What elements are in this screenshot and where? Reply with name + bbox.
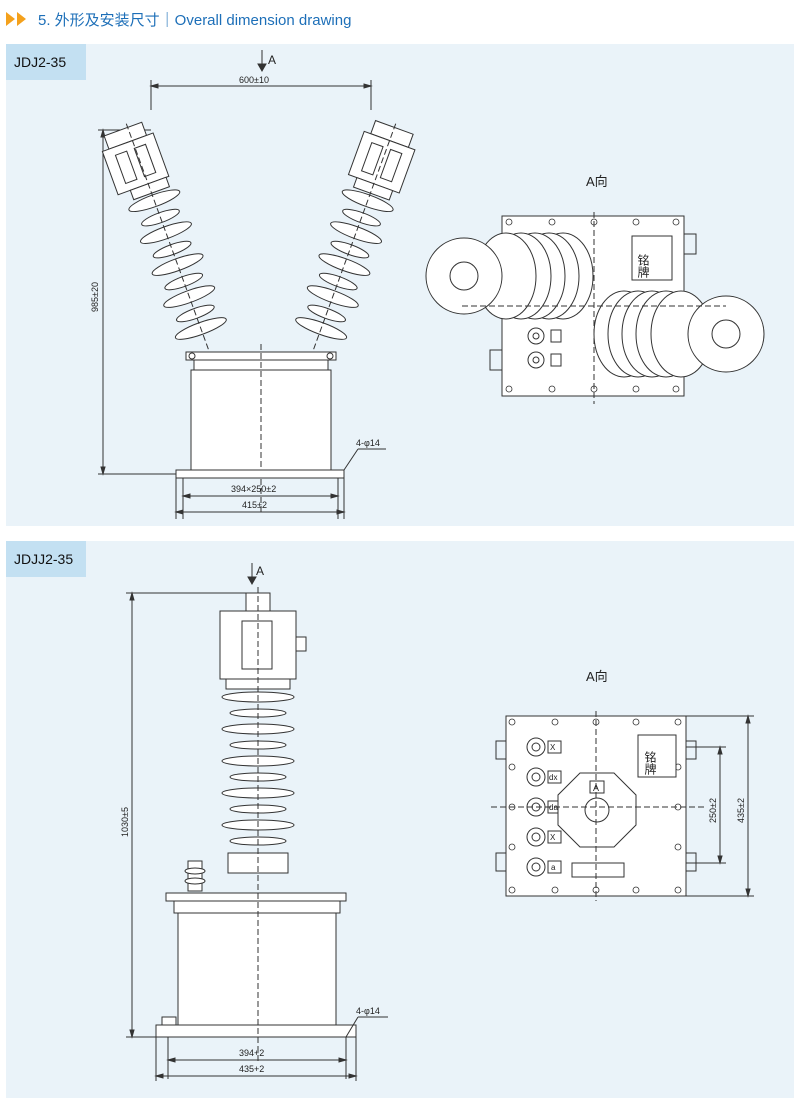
dimension-drawing-jdjj2-35: A 1030±5 — [120, 563, 754, 1081]
right-insulator — [295, 119, 416, 359]
left-insulator — [101, 121, 227, 359]
top-view-jdj2-35: 铭牌 — [425, 212, 765, 404]
nameplate-label: 铭牌 — [643, 750, 657, 775]
svg-text:985±20: 985±20 — [90, 282, 100, 312]
terminal-label: da — [549, 803, 558, 812]
drawing-panel-jdj2-35: JDJ2-35 A 600±10 985±20 — [6, 44, 794, 526]
svg-text:1030±5: 1030±5 — [120, 807, 130, 837]
svg-text:4-φ14: 4-φ14 — [356, 1006, 380, 1016]
transformer-body — [155, 587, 357, 1061]
dim-base: 394×250±2 415±2 4-φ14 — [174, 438, 386, 519]
secondary-bushing — [184, 860, 206, 892]
terminal-label: dx — [549, 773, 557, 782]
terminal-label: X — [550, 743, 556, 752]
svg-text:415±2: 415±2 — [242, 500, 267, 510]
transformer-body — [175, 344, 345, 514]
view-arrow-a: A — [247, 563, 264, 586]
model-name: JDJJ2-35 — [14, 551, 74, 567]
dim-right: 250±2 435±2 — [686, 714, 754, 898]
section-header: 5. 外形及安装尺寸｜Overall dimension drawing — [0, 0, 800, 40]
nameplate-label: 铭牌 — [636, 253, 650, 278]
view-label: A向 — [586, 174, 608, 189]
svg-text:435+2: 435+2 — [239, 1064, 264, 1074]
svg-text:435±2: 435±2 — [736, 798, 746, 823]
double-triangle-icon — [6, 12, 26, 26]
dim-top-width: 600±10 — [149, 75, 373, 110]
insulator-stack — [221, 691, 295, 874]
terminal-label: a — [551, 863, 556, 872]
top-view-jdjj2-35: X dx da X a A 铭牌 — [491, 711, 706, 901]
terminal-label: X — [550, 833, 556, 842]
drawing-panel-jdjj2-35: JDJJ2-35 A 1030±5 — [6, 541, 794, 1098]
dim-height: 1030±5 — [120, 591, 246, 1039]
dim-base: 394+2 435+2 4-φ14 — [154, 1006, 388, 1081]
svg-text:A: A — [268, 53, 276, 67]
svg-text:394+2: 394+2 — [239, 1048, 264, 1058]
svg-text:394×250±2: 394×250±2 — [231, 484, 276, 494]
top-cap — [219, 592, 307, 690]
model-tag: JDJ2-35 — [6, 44, 86, 80]
svg-text:600±10: 600±10 — [239, 75, 269, 85]
svg-text:250±2: 250±2 — [708, 798, 718, 823]
model-tag: JDJJ2-35 — [6, 541, 86, 577]
svg-text:4-φ14: 4-φ14 — [356, 438, 380, 448]
view-arrow-a: A — [257, 50, 276, 73]
section-title: 5. 外形及安装尺寸｜Overall dimension drawing — [38, 12, 352, 29]
view-label: A向 — [586, 669, 608, 684]
model-name: JDJ2-35 — [14, 54, 67, 70]
svg-text:A: A — [256, 564, 264, 578]
dimension-drawing-jdj2-35: A 600±10 985±20 — [90, 50, 765, 519]
